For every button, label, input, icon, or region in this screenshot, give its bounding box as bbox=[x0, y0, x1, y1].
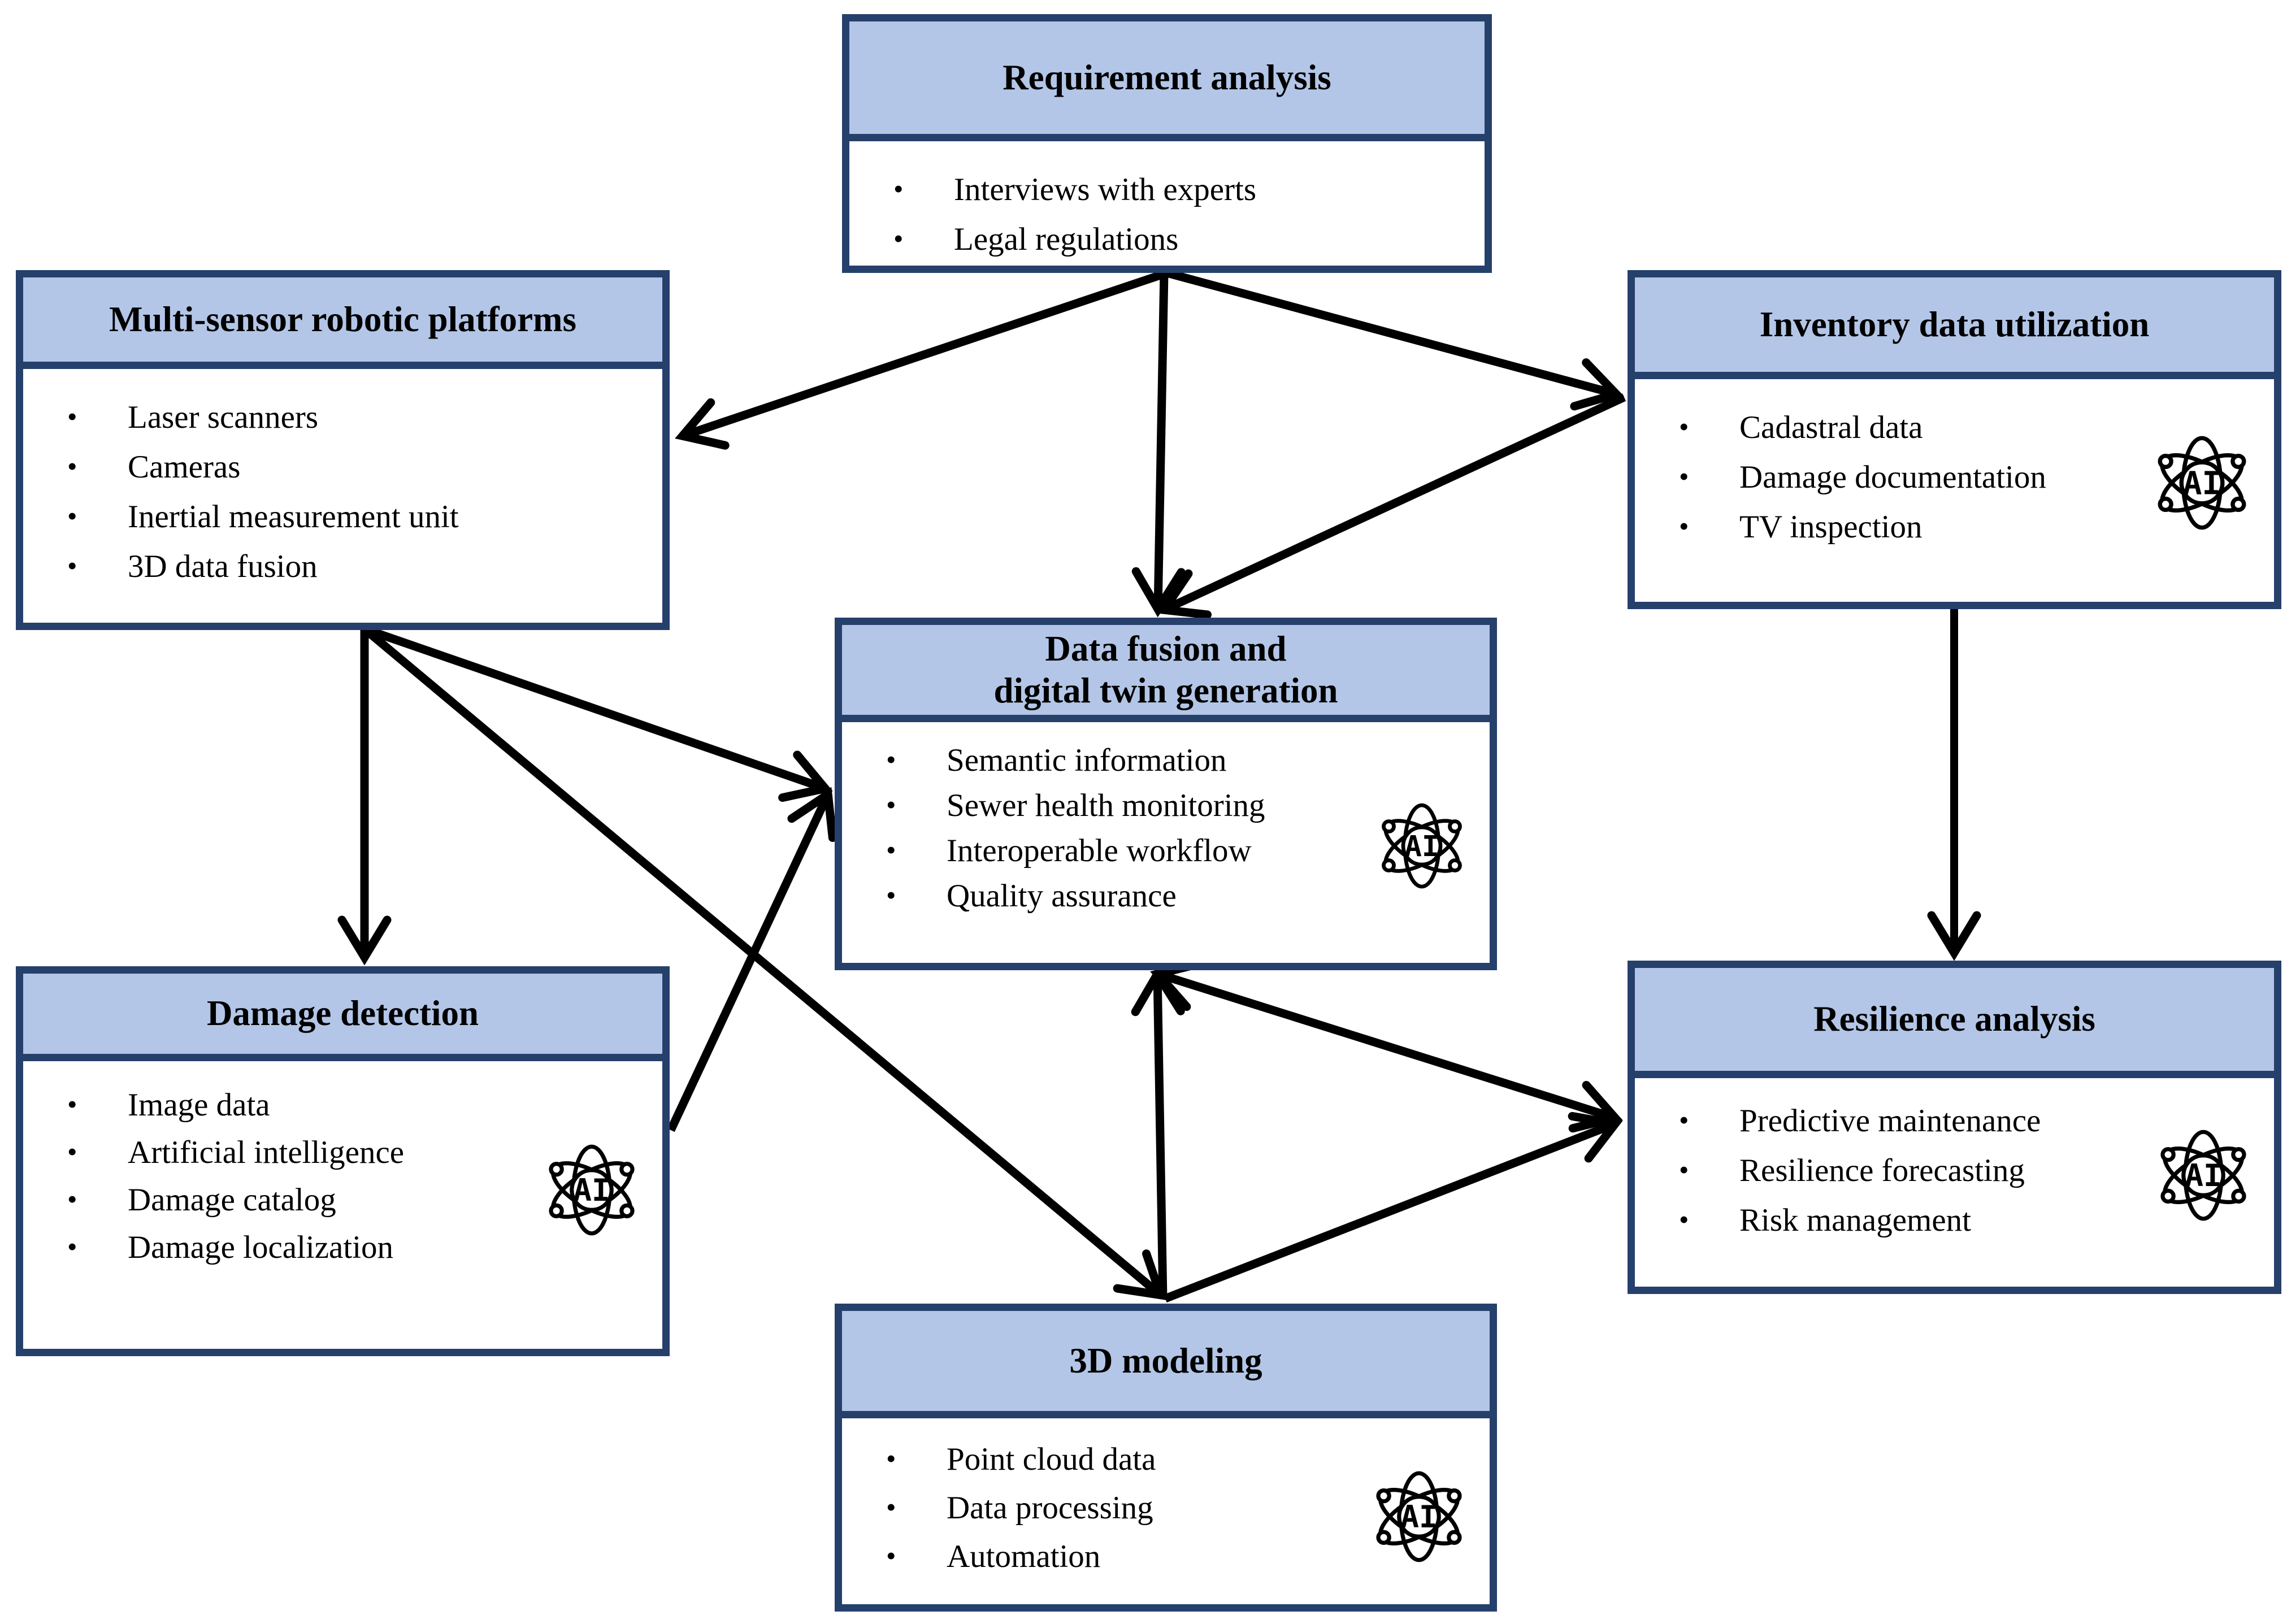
box-3d-modeling-title: 3D modeling bbox=[1069, 1340, 1262, 1380]
list-item: Point cloud data bbox=[842, 1434, 1490, 1484]
arrow-requirement-to-multi-sensor bbox=[675, 268, 1169, 450]
box-damage-detection-header: Damage detection bbox=[23, 974, 662, 1061]
arrow-three-d-to-resilience bbox=[1164, 1111, 1623, 1302]
arrow-three-d-to-data-fusion bbox=[1131, 966, 1185, 1299]
list-item: Risk management bbox=[1635, 1195, 2274, 1245]
arrow-data-fusion-to-resilience-bidirectional bbox=[1150, 959, 1623, 1133]
svg-text:AI: AI bbox=[1400, 1499, 1438, 1535]
box-damage-detection-title: Damage detection bbox=[206, 993, 479, 1034]
list-item: TV inspection bbox=[1635, 501, 2274, 552]
ai-icon: AI bbox=[1382, 803, 1462, 889]
box-resilience-body: Predictive maintenance Resilience foreca… bbox=[1635, 1078, 2274, 1245]
list-item: Interoperable workflow bbox=[842, 827, 1490, 874]
box-inventory-body: Cadastral data Damage documentation TV i… bbox=[1635, 379, 2274, 552]
box-3d-modeling-list: Point cloud data Data processing Automat… bbox=[842, 1418, 1490, 1581]
box-inventory-title: Inventory data utilization bbox=[1759, 304, 2150, 344]
box-data-fusion-title-line1: Data fusion and bbox=[1045, 629, 1287, 669]
box-multi-sensor-header: Multi-sensor robotic platforms bbox=[23, 277, 662, 369]
list-item: 3D data fusion bbox=[23, 541, 662, 592]
box-data-fusion-header: Data fusion and digital twin generation bbox=[842, 625, 1490, 722]
list-item: Semantic information bbox=[842, 737, 1490, 783]
list-item: Predictive maintenance bbox=[1635, 1095, 2274, 1146]
box-data-fusion-title-line2: digital twin generation bbox=[993, 670, 1338, 710]
box-damage-detection-list: Image data Artificial intelligence Damag… bbox=[23, 1061, 662, 1271]
box-inventory-list: Cadastral data Damage documentation TV i… bbox=[1635, 379, 2274, 552]
arrow-requirement-to-inventory bbox=[1166, 268, 1625, 411]
svg-text:AI: AI bbox=[2185, 1158, 2222, 1193]
box-3d-modeling-body: Point cloud data Data processing Automat… bbox=[842, 1418, 1490, 1581]
box-data-fusion-list: Semantic information Sewer health monito… bbox=[842, 722, 1490, 919]
box-resilience-header: Resilience analysis bbox=[1635, 968, 2274, 1078]
svg-text:AI: AI bbox=[573, 1173, 610, 1208]
list-item: Automation bbox=[842, 1531, 1490, 1581]
svg-text:AI: AI bbox=[1404, 830, 1439, 863]
list-item: Legal regulations bbox=[849, 214, 1485, 264]
box-damage-detection: Damage detection Image data Artificial i… bbox=[16, 966, 670, 1356]
box-3d-modeling-header: 3D modeling bbox=[842, 1311, 1490, 1418]
arrow-inventory-to-data-fusion bbox=[1156, 393, 1626, 619]
box-multi-sensor-robotic-platforms: Multi-sensor robotic platforms Laser sca… bbox=[16, 270, 670, 630]
box-multi-sensor-list: Laser scanners Cameras Inertial measurem… bbox=[23, 369, 662, 592]
list-item: Laser scanners bbox=[23, 392, 662, 442]
list-item: Interviews with experts bbox=[849, 164, 1485, 215]
list-item: Cadastral data bbox=[1635, 402, 2274, 453]
list-item: Damage catalog bbox=[23, 1175, 662, 1224]
list-item: Damage localization bbox=[23, 1223, 662, 1271]
list-item: Image data bbox=[23, 1080, 662, 1129]
list-item: Artificial intelligence bbox=[23, 1128, 662, 1176]
box-resilience-analysis: Resilience analysis Predictive maintenan… bbox=[1628, 961, 2281, 1294]
arrow-requirement-to-data-fusion bbox=[1131, 272, 1186, 618]
list-item: Resilience forecasting bbox=[1635, 1145, 2274, 1196]
box-inventory-data-utilization: Inventory data utilization Cadastral dat… bbox=[1628, 270, 2281, 609]
arrow-multi-sensor-to-data-fusion bbox=[363, 624, 833, 802]
box-requirement-analysis-header: Requirement analysis bbox=[849, 21, 1485, 141]
box-damage-detection-body: Image data Artificial intelligence Damag… bbox=[23, 1061, 662, 1271]
box-multi-sensor-body: Laser scanners Cameras Inertial measurem… bbox=[23, 369, 662, 592]
list-item: Inertial measurement unit bbox=[23, 491, 662, 542]
list-item: Sewer health monitoring bbox=[842, 782, 1490, 828]
box-multi-sensor-title: Multi-sensor robotic platforms bbox=[109, 299, 577, 339]
list-item: Cameras bbox=[23, 441, 662, 492]
box-3d-modeling: 3D modeling Point cloud data Data proces… bbox=[835, 1304, 1497, 1612]
arrow-damage-detection-to-data-fusion bbox=[667, 787, 837, 1132]
box-inventory-header: Inventory data utilization bbox=[1635, 277, 2274, 379]
box-data-fusion-digital-twin: Data fusion and digital twin generation … bbox=[835, 618, 1497, 970]
list-item: Quality assurance bbox=[842, 872, 1490, 919]
box-resilience-title: Resilience analysis bbox=[1813, 999, 2095, 1039]
ai-icon: AI bbox=[549, 1144, 635, 1236]
box-resilience-list: Predictive maintenance Resilience foreca… bbox=[1635, 1078, 2274, 1245]
box-requirement-analysis-title: Requirement analysis bbox=[1003, 57, 1331, 97]
svg-text:AI: AI bbox=[2183, 465, 2221, 502]
box-data-fusion-body: Semantic information Sewer health monito… bbox=[842, 722, 1490, 919]
box-requirement-analysis: Requirement analysis Interviews with exp… bbox=[842, 14, 1492, 273]
ai-icon: AI bbox=[1376, 1471, 1462, 1562]
box-requirement-analysis-body: Interviews with experts Legal regulation… bbox=[849, 141, 1485, 264]
box-requirement-analysis-list: Interviews with experts Legal regulation… bbox=[849, 141, 1485, 264]
list-item: Data processing bbox=[842, 1483, 1490, 1532]
list-item: Damage documentation bbox=[1635, 451, 2274, 502]
ai-icon: AI bbox=[2160, 1130, 2246, 1221]
ai-icon: AI bbox=[2158, 436, 2246, 530]
